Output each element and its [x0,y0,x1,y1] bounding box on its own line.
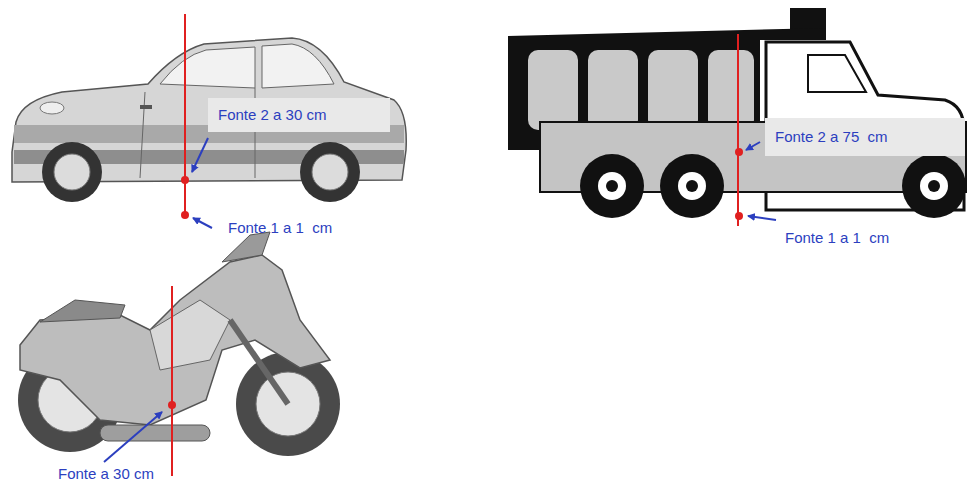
source-line [737,34,739,226]
source-dot [181,176,189,184]
motorcycle-drawing [18,232,340,456]
label-box: Fonte 2 a 30 cm [208,98,390,132]
source-label: Fonte 1 a 1 cm [785,229,889,247]
source-line [171,286,173,476]
leader-arrow [193,218,212,228]
leader-arrow [104,412,162,462]
source-dot [168,401,176,409]
label-box: Fonte 2 a 75 cm [765,118,965,156]
car-drawing [12,38,406,202]
source-label: Fonte 1 a 1 cm [228,219,332,237]
source-dot [735,212,743,220]
leader-arrow [748,216,776,220]
source-label: Fonte 2 a 30 cm [218,106,390,124]
source-label: Fonte 2 a 75 cm [775,128,965,146]
leader-arrow [192,138,208,172]
leader-arrow [746,142,760,150]
source-label: Fonte a 30 cm [58,465,154,483]
source-dot [735,148,743,156]
source-dot [181,211,189,219]
source-line [184,14,186,218]
